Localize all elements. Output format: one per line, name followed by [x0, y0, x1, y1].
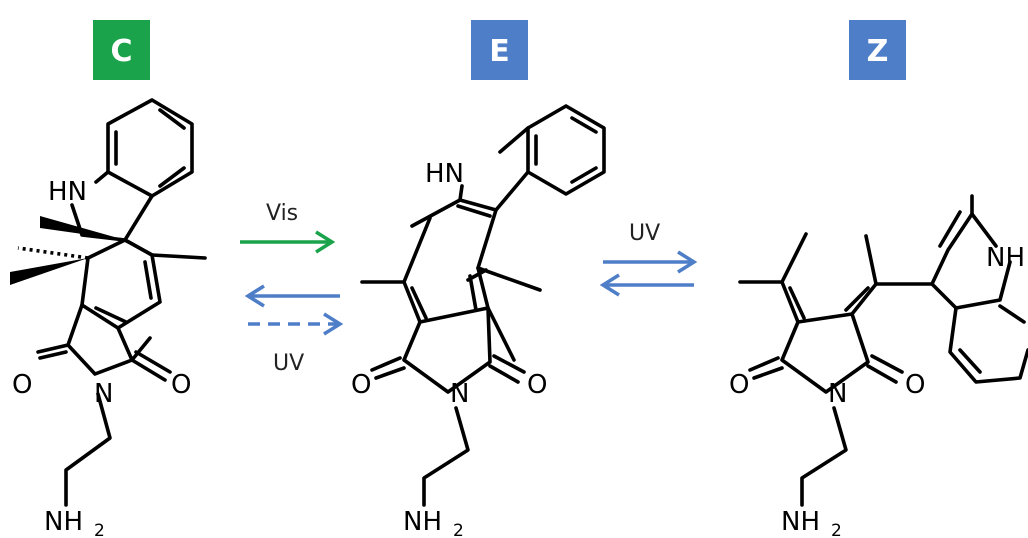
arrow-uv-back-head [244, 284, 265, 308]
arrows-c-e: Vis UV [240, 201, 344, 376]
condition-vis: Vis [266, 201, 298, 226]
molecule-z: NH N O O NH 2 [729, 194, 1028, 538]
arrow-uv-forward-head [677, 250, 698, 274]
atom-hn-e: HN [425, 159, 464, 189]
label-z-box [849, 20, 906, 80]
label-c: C [93, 20, 150, 80]
arrow-vis-head [315, 230, 336, 254]
label-z: Z [849, 20, 906, 80]
atom-nh2-subscript: 2 [94, 521, 105, 538]
label-e-text: E [489, 34, 510, 69]
atom-o-z-right: O [905, 370, 925, 400]
atom-nh2-e-subscript: 2 [453, 521, 464, 538]
atom-nh2-z-subscript: 2 [831, 521, 842, 538]
atom-nh2: NH [44, 507, 83, 537]
label-e-box [471, 20, 528, 80]
label-c-box [93, 20, 150, 80]
atom-o-e-right: O [527, 370, 547, 400]
atom-o-z-left: O [729, 370, 749, 400]
atom-o-left: O [12, 370, 32, 400]
label-e: E [471, 20, 528, 80]
arrow-uv-dashed-head [323, 312, 344, 336]
atom-o-right: O [171, 370, 191, 400]
atom-nh2-e: NH [403, 507, 442, 537]
wedge-bond [10, 258, 88, 285]
label-c-text: C [110, 34, 132, 69]
wedge-bond [40, 216, 125, 240]
atom-n-e: N [450, 379, 469, 409]
atom-n: N [94, 379, 113, 409]
label-z-text: Z [867, 34, 889, 69]
molecule-e: HN N O O NH 2 [351, 104, 606, 538]
arrow-uv-reverse-head [599, 273, 620, 297]
atom-n-z: N [828, 379, 847, 409]
arrows-e-z: UV [599, 221, 698, 297]
condition-uv-c: UV [273, 351, 304, 376]
atom-nh-z: NH [986, 243, 1025, 273]
atom-nh2-z: NH [781, 507, 820, 537]
atom-hn: HN [48, 177, 87, 207]
molecule-c: HN N O O NH 2 [10, 98, 207, 538]
atom-o-e-left: O [351, 370, 371, 400]
condition-uv-z: UV [629, 221, 660, 246]
